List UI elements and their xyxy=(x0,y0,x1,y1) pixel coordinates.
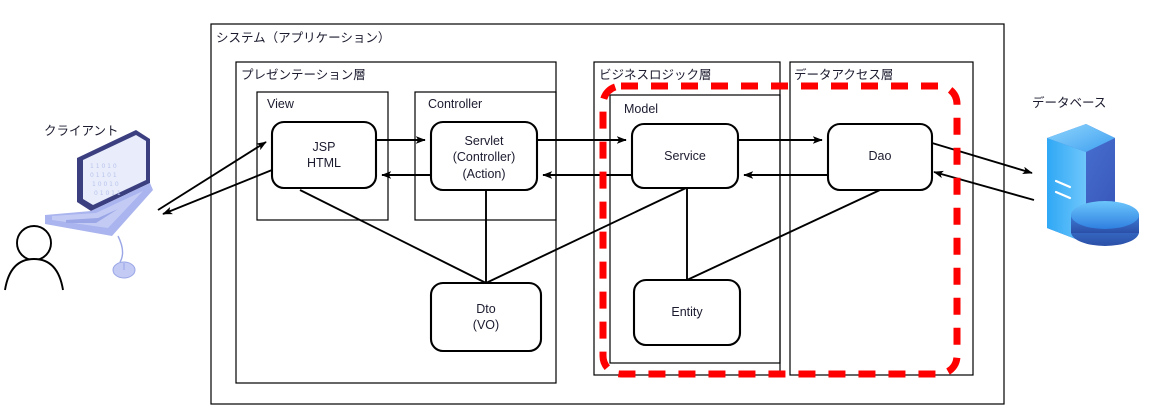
container-view xyxy=(256,91,389,221)
svg-text:0 1 1 0 1: 0 1 1 0 1 xyxy=(90,172,117,179)
container-label-view: View xyxy=(267,97,294,111)
container-dataaccess xyxy=(789,61,974,376)
node-dto xyxy=(429,281,543,353)
red-dashed-scope-highlight xyxy=(599,82,961,378)
database-label: データベース xyxy=(1032,96,1107,110)
link-service-dto xyxy=(485,187,687,284)
container-label-system: システム（アプリケーション） xyxy=(216,31,391,45)
node-dao xyxy=(826,122,934,192)
node-servlet xyxy=(429,120,539,192)
container-label-presentation: プレゼンテーション層 xyxy=(241,68,366,82)
container-system xyxy=(210,23,1005,405)
flow-database-to-dao xyxy=(933,170,1035,201)
node-service xyxy=(630,122,740,190)
container-presentation xyxy=(235,61,557,384)
link-jsp-dto xyxy=(299,189,487,284)
link-dao-entity xyxy=(686,189,881,281)
node-jsp xyxy=(270,120,378,190)
svg-text:0 1 0 1 1: 0 1 0 1 1 xyxy=(94,190,121,197)
svg-text:1 0 0 1 0: 1 0 0 1 0 xyxy=(92,181,119,188)
container-label-controller: Controller xyxy=(428,97,483,111)
svg-text:1 1 0 1 0: 1 1 0 1 0 xyxy=(90,163,117,170)
connector-lines xyxy=(157,136,1035,284)
client-illustration: 1 1 0 1 0 0 1 1 0 1 1 0 0 1 0 0 1 0 1 1 xyxy=(4,130,153,291)
container-label-model: Model xyxy=(624,102,659,116)
database-illustration xyxy=(1047,124,1139,246)
node-boxes xyxy=(270,120,934,353)
flow-jsp-to-client xyxy=(162,169,273,215)
flow-dao-to-database xyxy=(931,142,1033,174)
container-label-business: ビジネスロジック層 xyxy=(599,68,712,82)
client-label: クライアント xyxy=(44,124,119,138)
node-entity xyxy=(632,278,742,347)
flow-client-to-jsp xyxy=(157,141,267,211)
container-label-dataaccess: データアクセス層 xyxy=(794,68,894,82)
container-model xyxy=(609,94,781,364)
